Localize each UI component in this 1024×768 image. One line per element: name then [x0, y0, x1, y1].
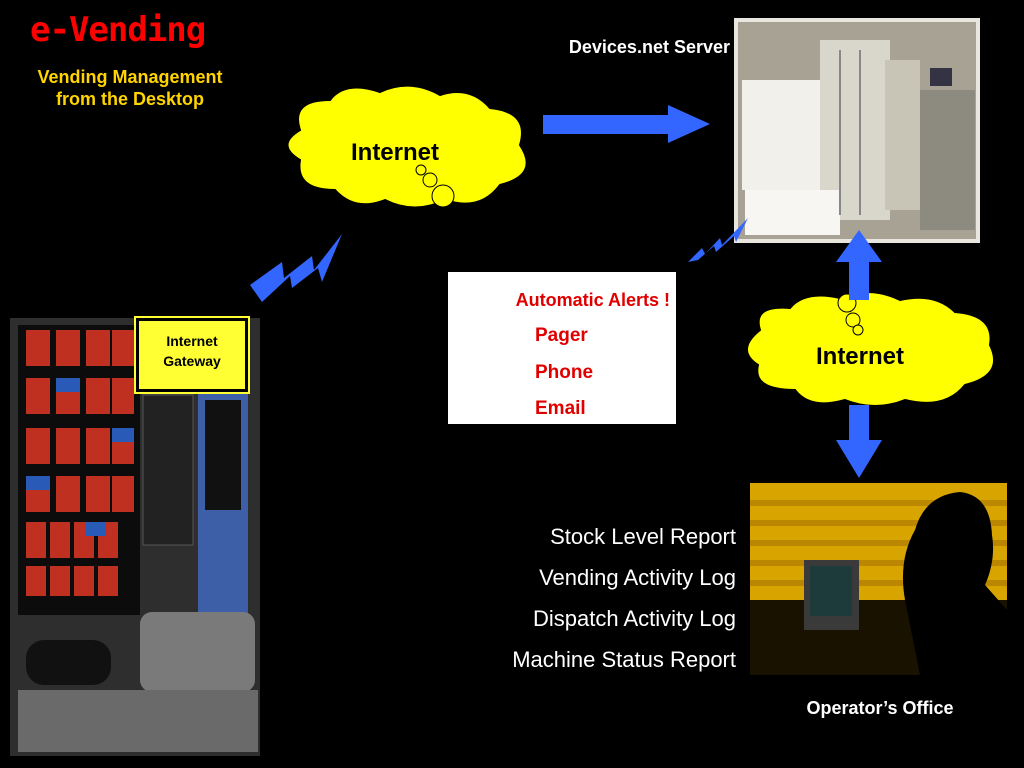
arrow-vertical: [836, 230, 882, 478]
page-title: e-Vending: [30, 10, 206, 50]
arrow-right: [543, 105, 710, 143]
reports-list: Stock Level Report Vending Activity Log …: [430, 520, 736, 684]
server-photo: [734, 18, 980, 243]
office-label: Operator’s Office: [806, 698, 954, 718]
lightning-bolt-right: [688, 218, 748, 262]
report-item: Dispatch Activity Log: [533, 606, 736, 631]
report-item: Vending Activity Log: [539, 565, 736, 590]
alerts-box: Automatic Alerts ! Pager Phone Email: [448, 272, 676, 424]
subtitle-line-1: Vending Management: [37, 67, 223, 87]
server-label: Devices.net Server: [568, 37, 730, 57]
cloud-top-label: Internet: [350, 139, 439, 166]
report-item: Stock Level Report: [550, 524, 736, 549]
internet-gateway-box: Internet Gateway: [134, 316, 250, 394]
alert-item-phone: Phone: [535, 362, 594, 383]
lightning-bolt-left: [250, 234, 342, 302]
gateway-line-1: Internet: [166, 333, 218, 349]
subtitle-line-2: from the Desktop: [55, 89, 205, 109]
alert-item-pager: Pager: [535, 325, 588, 346]
alerts-title: Automatic Alerts !: [515, 290, 670, 310]
vending-machine: [10, 318, 260, 756]
gateway-line-2: Gateway: [163, 353, 221, 369]
office-photo: [750, 483, 1007, 675]
report-item: Machine Status Report: [512, 647, 736, 672]
internet-cloud-top: [286, 84, 528, 209]
alert-item-email: Email: [535, 398, 586, 419]
gateway-label: Internet Gateway: [139, 321, 245, 371]
internet-cloud-right: [746, 290, 995, 407]
page-subtitle: Vending Management from the Desktop: [12, 66, 248, 110]
cloud-right-label: Internet: [815, 343, 904, 370]
